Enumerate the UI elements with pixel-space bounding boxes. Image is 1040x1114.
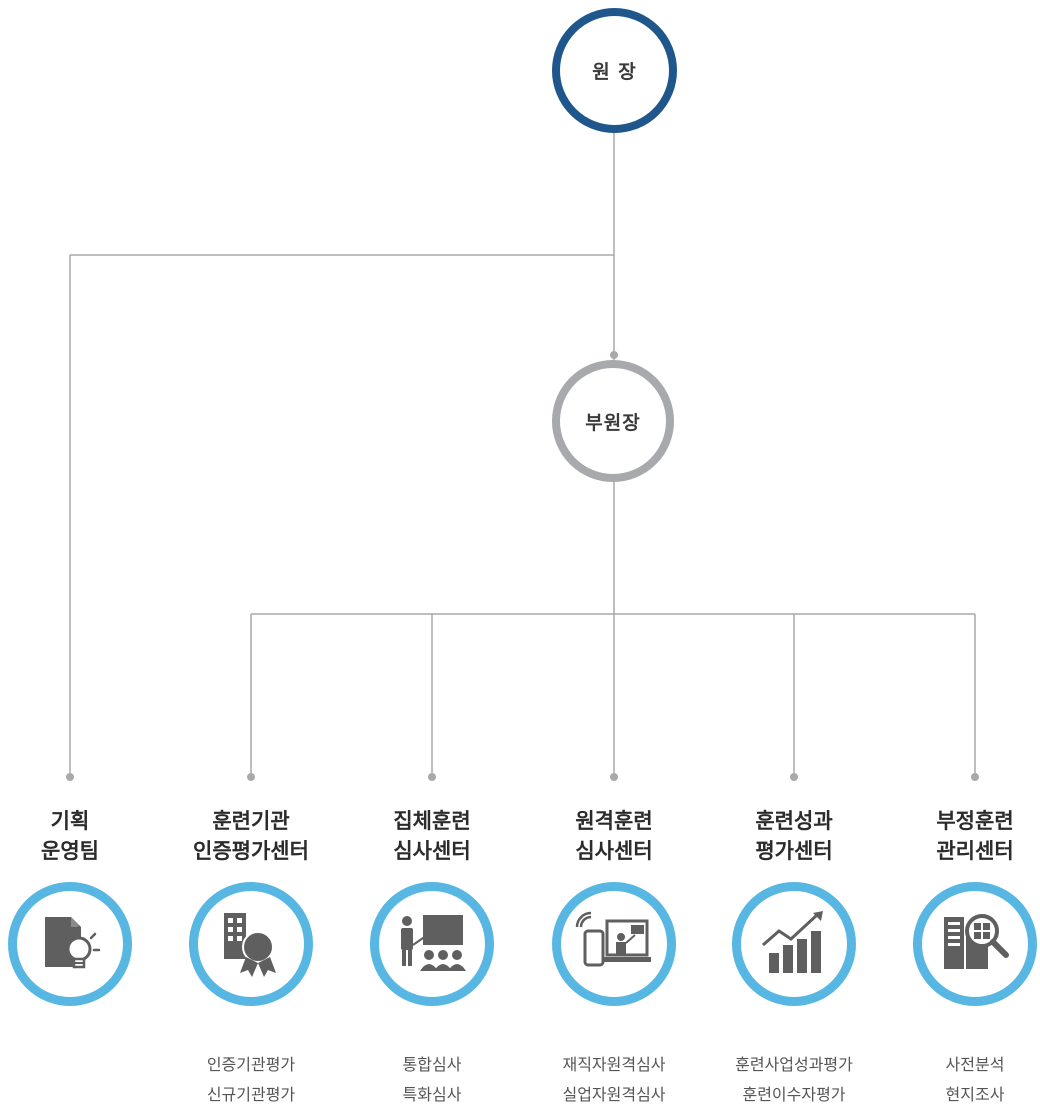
sub-item: 사전분석	[945, 1055, 1005, 1074]
dept-icon-circle	[370, 882, 494, 1006]
vice-director-label: 부원장	[585, 411, 641, 434]
dept-sub-items: 재직자원격심사 실업자원격심사	[514, 1050, 714, 1110]
sub-item: 훈련이수자평가	[742, 1085, 846, 1104]
sub-item: 신규기관평가	[206, 1085, 296, 1104]
sub-item: 실업자원격심사	[562, 1085, 666, 1104]
dept-sub-items: 인증기관평가 신규기관평가	[151, 1050, 351, 1110]
director-node: 원 장	[552, 8, 677, 133]
sub-item: 재직자원격심사	[562, 1055, 666, 1074]
dept-name: 훈련기관 인증평가센터	[193, 809, 309, 863]
dept-sub-items: 통합심사 특화심사	[332, 1050, 532, 1110]
sub-item: 현지조사	[945, 1085, 1005, 1104]
document-lightbulb-icon	[45, 917, 101, 969]
director-label: 원 장	[592, 61, 637, 83]
sub-item: 인증기관평가	[206, 1055, 296, 1074]
vice-director-node: 부원장	[552, 360, 674, 482]
dept-planning-operations: 기획 운영팀	[0, 806, 160, 866]
building-inspect-icon	[944, 914, 1009, 969]
dept-name: 기획 운영팀	[41, 809, 99, 863]
dept-icon-circle	[8, 882, 132, 1006]
dept-name: 훈련성과 평가센터	[755, 809, 833, 863]
dept-training-outcome-evaluation: 훈련성과 평가센터	[704, 806, 884, 866]
sub-item: 훈련사업성과평가	[735, 1055, 853, 1074]
dept-name: 집체훈련 심사센터	[393, 809, 471, 863]
dept-fraud-training-management: 부정훈련 관리센터	[885, 806, 1040, 866]
dept-remote-training-review: 원격훈련 심사센터	[524, 806, 704, 866]
growth-chart-icon	[762, 911, 823, 973]
dept-icon-circle	[552, 882, 676, 1006]
dept-icon-circle	[189, 882, 313, 1006]
dept-icon-circle	[913, 882, 1037, 1006]
remote-devices-icon	[575, 911, 651, 967]
sub-item: 특화심사	[402, 1085, 462, 1104]
dept-institution-certification: 훈련기관 인증평가센터	[161, 806, 341, 866]
dept-group-training-review: 집체훈련 심사센터	[342, 806, 522, 866]
sub-item: 통합심사	[402, 1055, 462, 1074]
building-award-icon	[224, 913, 276, 977]
dept-sub-items: 훈련사업성과평가 훈련이수자평가	[694, 1050, 894, 1110]
presentation-classroom-icon	[401, 915, 466, 971]
dept-icon-circle	[732, 882, 856, 1006]
dept-name: 원격훈련 심사센터	[575, 809, 653, 863]
dept-sub-items: 사전분석 현지조사	[875, 1050, 1040, 1110]
dept-name: 부정훈련 관리센터	[936, 809, 1014, 863]
